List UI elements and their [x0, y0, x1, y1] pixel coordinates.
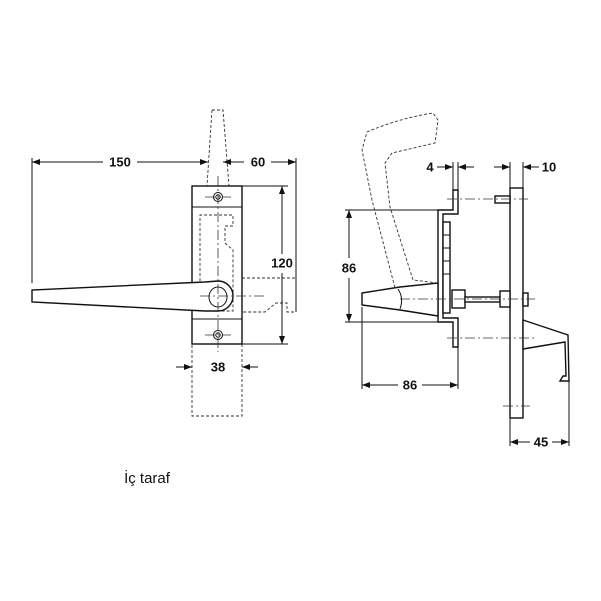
- dim-projection: 60: [251, 155, 265, 170]
- pin: [494, 195, 511, 204]
- dim-lever-length: 150: [109, 155, 131, 170]
- rosette: [442, 221, 451, 314]
- rotated-handle-silhouette: [361, 112, 439, 308]
- dim-lever-depth: 86: [403, 378, 417, 393]
- spindle: [464, 296, 501, 303]
- inner-mechanism-outline: [199, 214, 234, 312]
- dimension-60: 60: [223, 155, 297, 312]
- dimension-4: 4: [426, 160, 474, 190]
- dimension-38: 38: [176, 360, 258, 375]
- rotated-handle-outline: [206, 109, 230, 187]
- lever-section-line: [397, 288, 403, 310]
- dimension-45: 45: [509, 381, 570, 450]
- side-view: 4 10 86 86 45: [342, 112, 570, 450]
- dimension-86-vertical: 86: [342, 209, 438, 323]
- lower-dashed-extension: [191, 343, 243, 417]
- latch-hook: [522, 319, 570, 382]
- dimension-86-horizontal: 86: [361, 307, 459, 393]
- front-view: 150 60 120 38: [31, 109, 297, 417]
- dim-plate-width: 38: [211, 360, 225, 375]
- dimension-150: 150: [31, 155, 208, 283]
- dim-hook-depth: 45: [534, 435, 548, 450]
- dim-plate-height: 120: [271, 256, 293, 271]
- caption: İç taraf: [124, 469, 171, 487]
- right-dashed-extension: [242, 277, 297, 313]
- dim-bracket-thickness: 4: [426, 160, 434, 175]
- dim-rosette-height: 86: [342, 261, 356, 276]
- dim-door-plate-thickness: 10: [542, 160, 556, 175]
- knob: [522, 292, 529, 307]
- door-plate: [509, 187, 524, 419]
- dimension-10: 10: [494, 160, 556, 188]
- escutcheon-plate: [191, 185, 243, 345]
- dimension-120: 120: [242, 185, 293, 345]
- lever-side: [361, 282, 439, 317]
